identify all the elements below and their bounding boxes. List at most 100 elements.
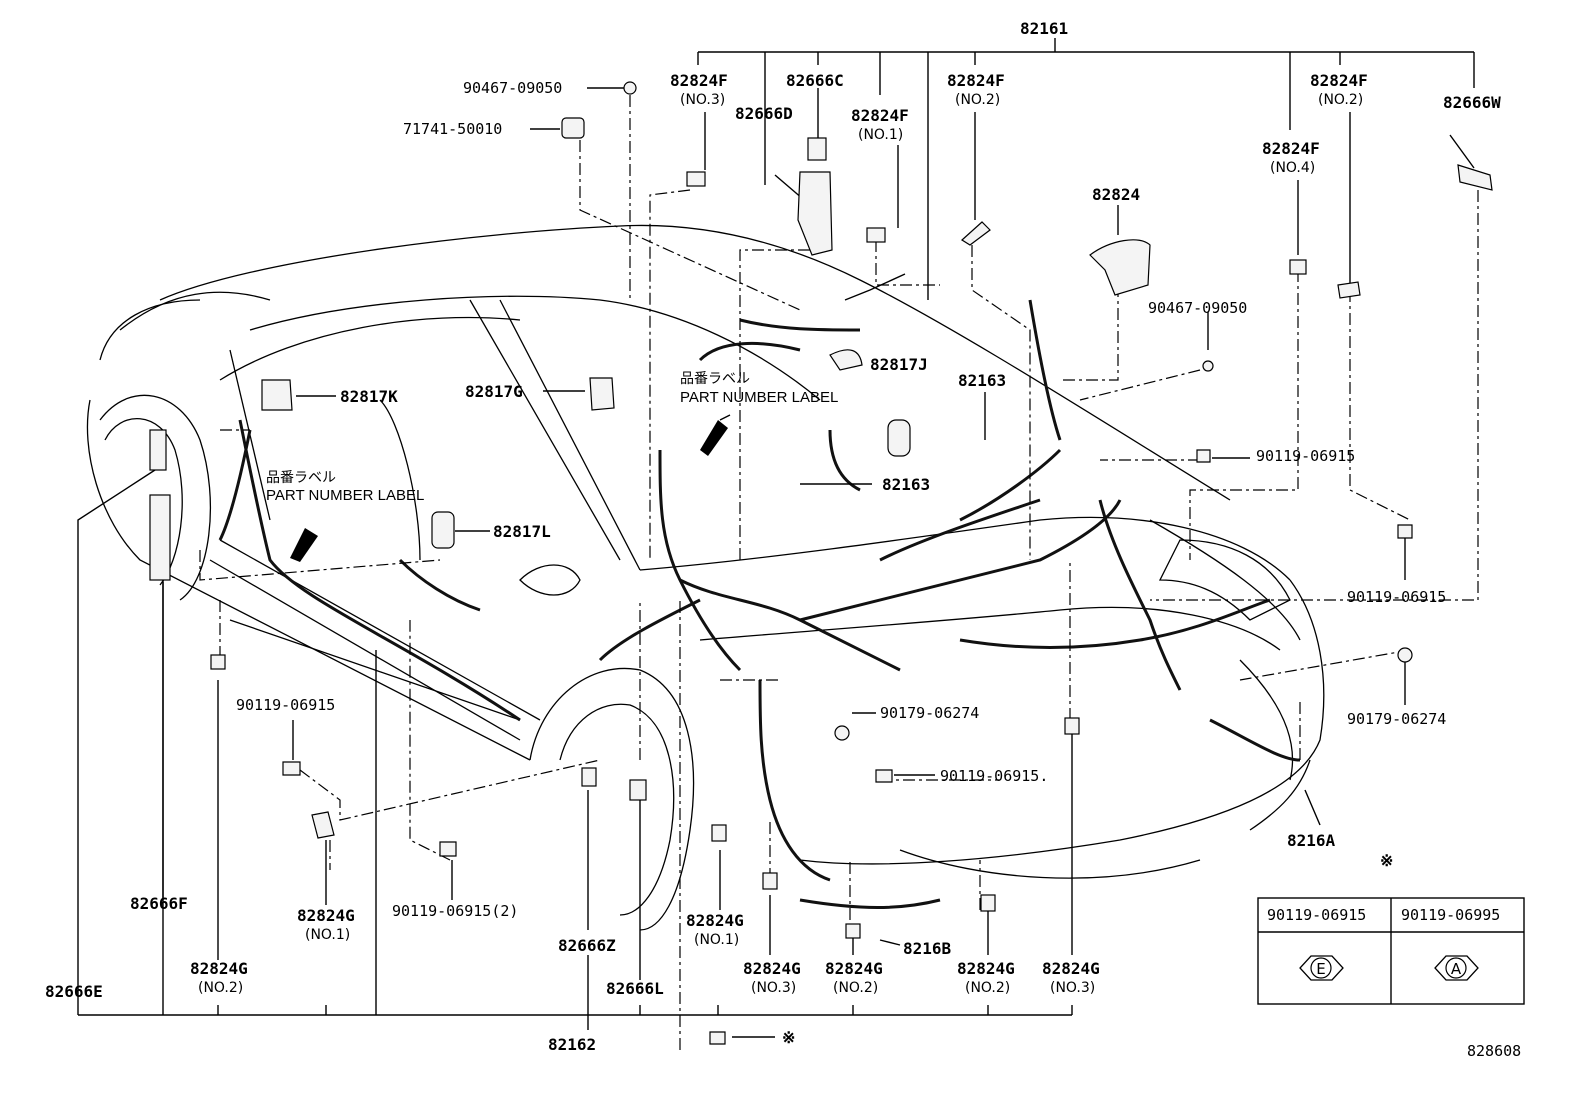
callout-label: PART NUMBER LABEL	[680, 389, 838, 406]
bolt-icon	[1196, 449, 1211, 463]
part-label: 71741-50010	[403, 120, 502, 138]
part-label: 82824F	[947, 71, 1005, 90]
part-sublabel: (NO.2)	[198, 980, 243, 996]
hex-bolt-icon	[1299, 955, 1344, 981]
clamp-icon	[1337, 281, 1361, 299]
part-label: 82817K	[340, 387, 398, 406]
connector-icon	[149, 494, 171, 581]
wire-harness	[218, 299, 1301, 909]
table-header: 90119-06915	[1267, 906, 1366, 924]
bolt-icon	[875, 769, 893, 783]
dashed-leaders	[199, 95, 1479, 1050]
part-sublabel: (NO.3)	[751, 980, 796, 996]
part-label: 82824F	[1310, 71, 1368, 90]
bolt-icon	[282, 761, 301, 776]
table-header: 90119-06995	[1401, 906, 1500, 924]
bolt-icon	[709, 1031, 726, 1045]
hex-bolt-icon	[1434, 955, 1479, 981]
part-label: 90179-06274	[880, 704, 979, 722]
part-sublabel: (NO.4)	[1270, 160, 1315, 176]
clamp-icon	[210, 654, 226, 670]
part-label: 82824F	[670, 71, 728, 90]
part-label: 90119-06915	[236, 696, 335, 714]
bracket-lines	[77, 38, 1475, 1038]
bolt-symbol: A	[1451, 960, 1462, 978]
connector-icon	[807, 137, 827, 161]
part-label: 8216B	[903, 939, 952, 958]
bracket-icon	[1457, 164, 1493, 191]
clamp-icon	[980, 894, 996, 912]
junction-block-icon	[797, 171, 833, 256]
part-label: 90179-06274	[1347, 710, 1446, 728]
cover-icon	[561, 117, 585, 139]
part-label: 82824G	[1042, 959, 1100, 978]
clamp-icon	[1289, 259, 1307, 275]
clamp-icon	[629, 779, 647, 801]
bolt-mark: ※	[782, 1028, 795, 1047]
part-label: 90119-06915.	[940, 767, 1048, 785]
part-label: 90119-06915	[1256, 447, 1355, 465]
assembly-label-bottom: 82162	[548, 1035, 596, 1054]
part-sublabel: (NO.2)	[955, 92, 1000, 108]
part-label: 90467-09050	[1148, 299, 1247, 317]
connector-icon	[149, 429, 167, 471]
bolt-icon	[439, 841, 457, 857]
part-label: 82817J	[870, 355, 928, 374]
clamp-icon	[762, 872, 778, 890]
part-sublabel: (NO.3)	[680, 92, 725, 108]
grommet-icon	[261, 379, 293, 411]
callout-label-jp: 品番ラベル	[266, 470, 336, 486]
clamp-icon	[311, 811, 335, 839]
grommet-icon	[623, 81, 637, 95]
part-sublabel: (NO.2)	[1318, 92, 1363, 108]
part-sublabel: (NO.1)	[305, 927, 350, 943]
clamp-icon	[581, 767, 597, 787]
clamp-icon	[686, 171, 706, 187]
part-label: 82824G	[190, 959, 248, 978]
bolt-icon	[1397, 524, 1413, 539]
grommet-icon	[1202, 360, 1214, 372]
table-mark: ※	[1380, 851, 1393, 870]
part-label: 90119-06915	[1347, 588, 1446, 606]
part-sublabel: (NO.2)	[833, 980, 878, 996]
cover-icon	[431, 511, 455, 549]
grommet-icon	[887, 419, 911, 457]
part-label: 82824G	[743, 959, 801, 978]
bolt-table: ※ 90119-06915 90119-06995 E A	[1257, 851, 1525, 1005]
callout-label: PART NUMBER LABEL	[266, 487, 424, 504]
part-sublabel: (NO.1)	[858, 127, 903, 143]
arrow-icon	[290, 528, 318, 562]
part-label: 82824G	[297, 906, 355, 925]
part-label: 82824F	[851, 106, 909, 125]
bolt-symbol: E	[1316, 960, 1325, 978]
part-label: 90119-06915(2)	[392, 902, 518, 920]
part-label: 82666E	[45, 982, 103, 1001]
part-label: 82666W	[1443, 93, 1501, 112]
part-label: 82817G	[465, 382, 523, 401]
grommet-icon	[1397, 647, 1413, 663]
part-label: 82824F	[1262, 139, 1320, 158]
clamp-icon	[961, 221, 991, 246]
grommet-icon	[834, 725, 850, 741]
part-label: 82163	[882, 475, 930, 494]
parts	[149, 81, 1493, 1045]
part-label: 82666L	[606, 979, 664, 998]
part-label: 8216A	[1287, 831, 1336, 850]
part-label: 82666C	[786, 71, 844, 90]
clamp-icon	[711, 824, 727, 842]
clamp-icon	[1064, 717, 1080, 735]
part-sublabel: (NO.1)	[694, 932, 739, 948]
clamp-icon	[845, 923, 861, 939]
arrow-icon	[700, 420, 728, 456]
grommet-icon	[829, 349, 863, 371]
part-label: 90467-09050	[463, 79, 562, 97]
callout-label-jp: 品番ラベル	[680, 371, 750, 387]
part-label: 82666D	[735, 104, 793, 123]
part-label: 82817L	[493, 522, 551, 541]
part-label: 82163	[958, 371, 1006, 390]
reference-code: 828608	[1467, 1042, 1521, 1060]
grommet-icon	[589, 377, 615, 411]
part-label: 82824G	[686, 911, 744, 930]
